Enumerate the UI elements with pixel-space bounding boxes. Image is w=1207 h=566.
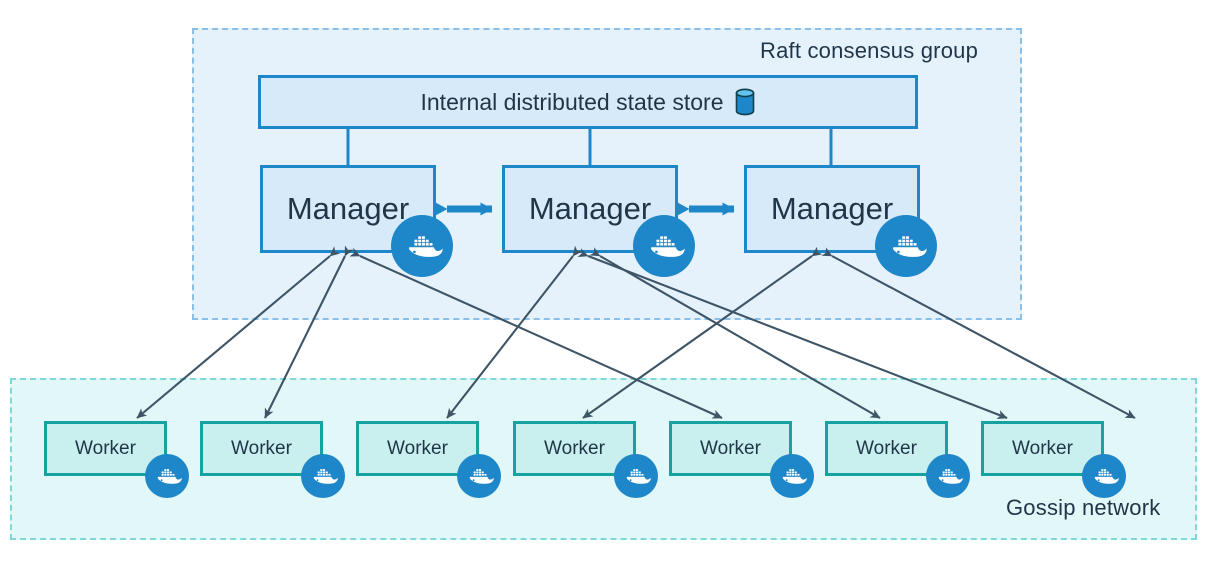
- gossip-network-label: Gossip network: [1006, 495, 1161, 520]
- state-store-label: Internal distributed state store: [420, 88, 724, 115]
- worker-label: Worker: [231, 437, 292, 459]
- worker-label: Worker: [856, 437, 917, 459]
- manager-label: Manager: [528, 191, 652, 226]
- docker-whale-icon: [145, 454, 189, 498]
- manager-label: Manager: [286, 191, 410, 226]
- docker-whale-icon: [875, 215, 937, 277]
- docker-whale-icon: [457, 454, 501, 498]
- worker-label: Worker: [544, 437, 605, 459]
- docker-whale-icon: [926, 454, 970, 498]
- worker-label: Worker: [1012, 437, 1073, 459]
- raft-group-label: Raft consensus group: [760, 38, 979, 63]
- docker-whale-icon: [633, 215, 695, 277]
- docker-whale-icon: [770, 454, 814, 498]
- docker-whale-icon: [301, 454, 345, 498]
- worker-node-2[interactable]: Worker: [200, 421, 323, 476]
- internal-state-store-box[interactable]: Internal distributed state store: [258, 75, 918, 129]
- worker-label: Worker: [700, 437, 761, 459]
- manager-label: Manager: [770, 191, 894, 226]
- docker-whale-icon: [1082, 454, 1126, 498]
- worker-label: Worker: [387, 437, 448, 459]
- docker-whale-icon: [391, 215, 453, 277]
- worker-label: Worker: [75, 437, 136, 459]
- database-cylinder-icon: [734, 88, 756, 116]
- worker-node-3[interactable]: Worker: [356, 421, 479, 476]
- docker-whale-icon: [614, 454, 658, 498]
